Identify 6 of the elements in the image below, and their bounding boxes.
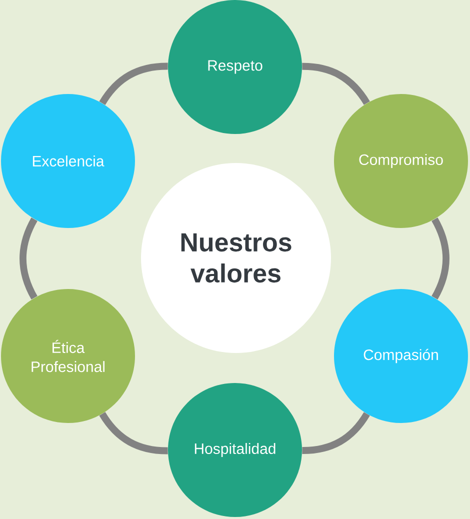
ring-segment: [19, 218, 38, 300]
ring-segment: [302, 412, 370, 454]
ring-segment: [99, 412, 168, 454]
ring-segment: [99, 62, 168, 106]
ring-segment: [302, 62, 370, 105]
ring-segment: [432, 218, 450, 300]
